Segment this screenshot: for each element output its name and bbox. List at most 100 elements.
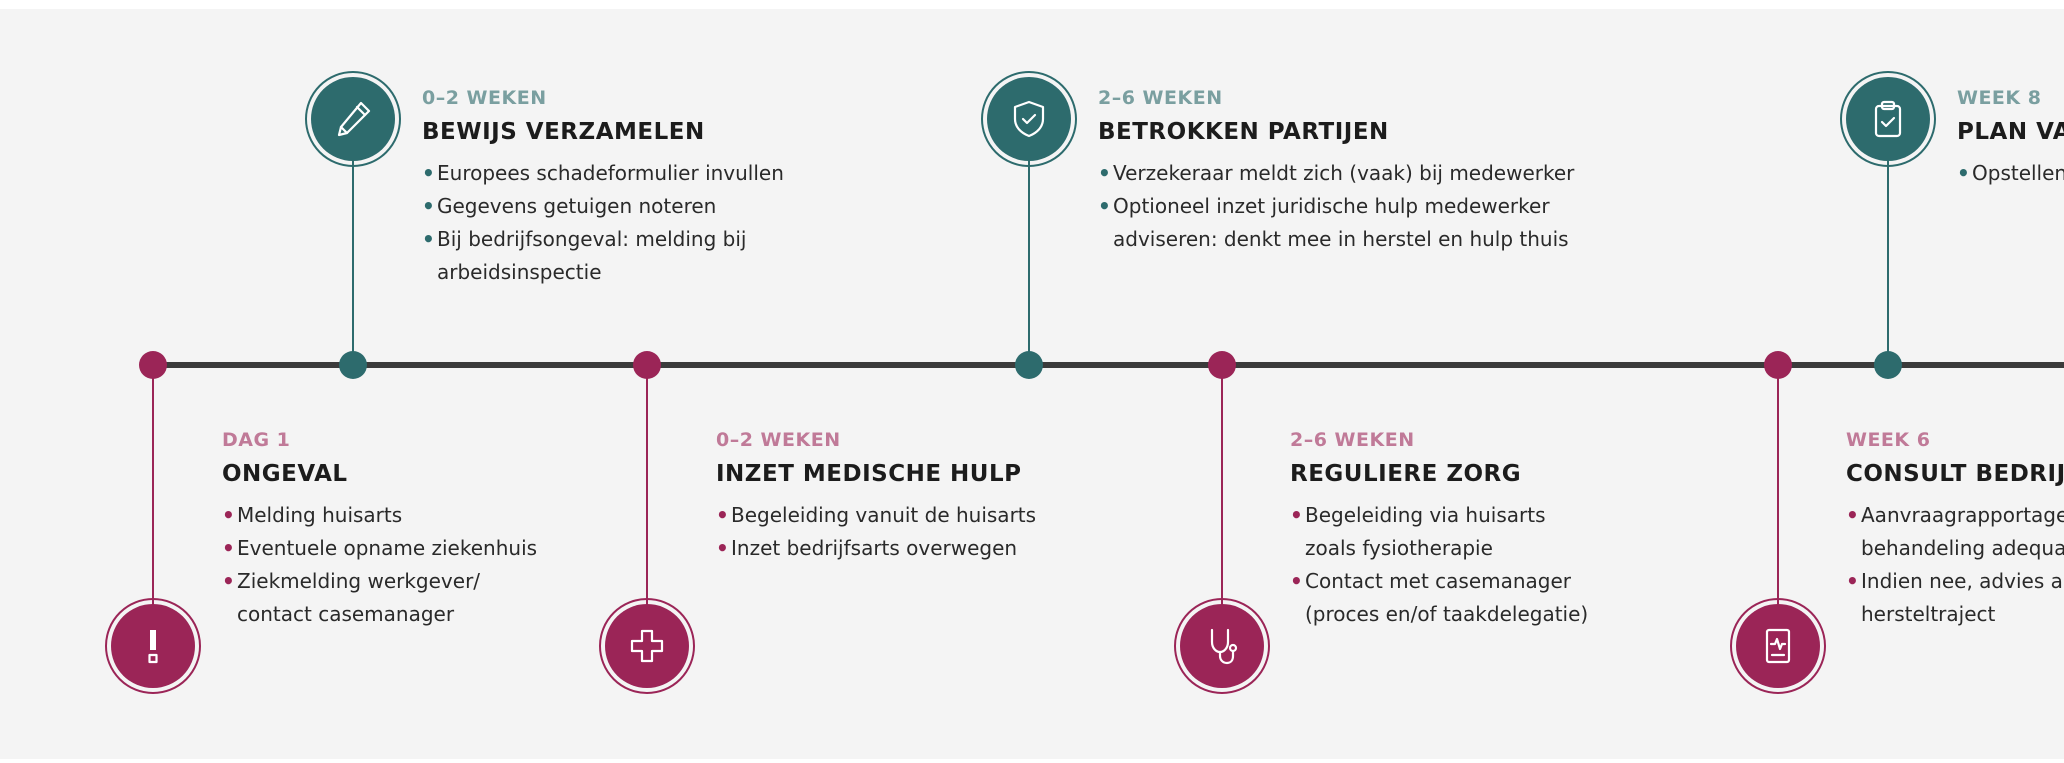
stethoscope-icon — [1210, 628, 1238, 665]
bullet-text: (proces en/of taakdelegatie) — [1305, 602, 1589, 626]
medical-report-icon — [1765, 628, 1791, 664]
bullet-marker: • — [1290, 503, 1303, 527]
milestone-period: 0–2 WEKEN — [716, 429, 841, 451]
bullet-marker: • — [1846, 569, 1859, 593]
milestone-title: BETROKKEN PARTIJEN — [1098, 119, 1389, 145]
milestone-card: 0–2 WEKEN BEWIJS VERZAMELEN •Europees sc… — [422, 87, 784, 289]
milestone-icon-badge — [305, 71, 401, 167]
medical-cross-icon — [630, 629, 664, 663]
milestone-title: CONSULT BEDRIJFSARTS — [1846, 461, 2064, 487]
bullet-text: Bij bedrijfsongeval: melding bij — [437, 227, 747, 251]
milestone-period: 2–6 WEKEN — [1290, 429, 1415, 451]
bullet-marker: • — [422, 227, 435, 251]
bullet-item: •Gegevens getuigen noteren — [422, 190, 784, 223]
milestone-card: 0–2 WEKEN INZET MEDISCHE HULP •Begeleidi… — [716, 429, 1036, 565]
bullet-text: Inzet bedrijfsarts overwegen — [731, 536, 1018, 560]
bullet-text: Opstellen plan van aanpak — [1972, 161, 2064, 185]
bullet-text: Ziekmelding werkgever/ — [237, 569, 481, 593]
bullet-marker: • — [222, 503, 235, 527]
milestone-bullets: •Verzekeraar meldt zich (vaak) bij medew… — [1098, 157, 1574, 256]
milestone-card: WEEK 6 CONSULT BEDRIJFSARTS •Aanvraagrap… — [1846, 429, 2064, 631]
bullet-marker: • — [1098, 194, 1111, 218]
connector-line — [1887, 139, 1889, 369]
milestone-icon-badge — [1730, 598, 1826, 694]
timeline-dot — [633, 351, 661, 379]
bullet-item: •Contact met casemanager(proces en/of ta… — [1290, 565, 1588, 631]
pencil-icon — [337, 101, 371, 137]
milestone-period: 0–2 WEKEN — [422, 87, 547, 109]
bullet-text: Aanvraagrapportage: — [1861, 503, 2064, 527]
connector-line — [1221, 365, 1223, 615]
milestone-period: DAG 1 — [222, 429, 291, 451]
bullet-item: •Indien nee, advies aanpassing hersteltra… — [1846, 565, 2064, 631]
milestone-card: 2–6 WEKEN BETROKKEN PARTIJEN •Verzekeraa… — [1098, 87, 1574, 256]
connector-line — [1777, 365, 1779, 615]
milestone-title: INZET MEDISCHE HULP — [716, 461, 1022, 487]
bullet-text: Melding huisarts — [237, 503, 403, 527]
clipboard-check-icon — [1874, 100, 1902, 138]
milestone-title: ONGEVAL — [222, 461, 348, 487]
milestone-period: 2–6 WEKEN — [1098, 87, 1223, 109]
milestone-bullets: •Opstellen plan van aanpak — [1957, 157, 2064, 190]
bullet-item: •Bij bedrijfsongeval: melding bij arbeids… — [422, 223, 784, 289]
timeline-dot — [339, 351, 367, 379]
connector-line — [1028, 139, 1030, 369]
bullet-item: •Europees schadeformulier invullen — [422, 157, 784, 190]
timeline-dot — [1764, 351, 1792, 379]
bullet-text: Verzekeraar meldt zich (vaak) bij medewe… — [1113, 161, 1575, 185]
milestone-bullets: •Begeleiding vanuit de huisarts •Inzet b… — [716, 499, 1036, 565]
timeline-panel: 0–2 WEKEN BEWIJS VERZAMELEN •Europees sc… — [0, 9, 2064, 759]
exclamation-icon — [148, 630, 158, 664]
milestone-card: DAG 1 ONGEVAL •Melding huisarts •Eventue… — [222, 429, 537, 631]
milestone-title: PLAN VAN AANPAK — [1957, 119, 2064, 145]
bullet-marker: • — [222, 569, 235, 593]
bullet-item: •Optioneel inzet juridische hulp medewer… — [1098, 190, 1574, 256]
bullet-item: •Eventuele opname ziekenhuis — [222, 532, 537, 565]
bullet-text: arbeidsinspectie — [437, 260, 602, 284]
bullet-marker: • — [422, 194, 435, 218]
bullet-text: hersteltraject — [1861, 602, 1996, 626]
bullet-marker: • — [716, 536, 729, 560]
bullet-text: adviseren: denkt mee in herstel en hulp … — [1113, 227, 1569, 251]
bullet-item: •Melding huisarts — [222, 499, 537, 532]
milestone-card: WEEK 8 PLAN VAN AANPAK •Opstellen plan v… — [1957, 87, 2064, 190]
bullet-text: behandeling adequaat? — [1861, 536, 2064, 560]
connector-line — [152, 365, 154, 615]
bullet-marker: • — [716, 503, 729, 527]
bullet-item: •Begeleiding vanuit de huisarts — [716, 499, 1036, 532]
milestone-period: WEEK 8 — [1957, 87, 2042, 109]
bullet-marker: • — [1846, 503, 1859, 527]
milestone-card: 2–6 WEKEN REGULIERE ZORG •Begeleiding vi… — [1290, 429, 1588, 631]
milestone-bullets: •Melding huisarts •Eventuele opname ziek… — [222, 499, 537, 631]
bullet-marker: • — [1098, 161, 1111, 185]
bullet-text: Begeleiding via huisarts — [1305, 503, 1546, 527]
milestone-icon-badge — [1174, 598, 1270, 694]
milestone-title: REGULIERE ZORG — [1290, 461, 1522, 487]
bullet-text: Eventuele opname ziekenhuis — [237, 536, 538, 560]
milestone-icon-badge — [1840, 71, 1936, 167]
connector-line — [646, 365, 648, 615]
bullet-text: contact casemanager — [237, 602, 455, 626]
timeline-dot — [139, 351, 167, 379]
bullet-item: •Inzet bedrijfsarts overwegen — [716, 532, 1036, 565]
bullet-text: zoals fysiotherapie — [1305, 536, 1493, 560]
bullet-marker: • — [422, 161, 435, 185]
milestone-bullets: •Aanvraagrapportage:behandeling adequaat… — [1846, 499, 2064, 631]
bullet-item: •Opstellen plan van aanpak — [1957, 157, 2064, 190]
milestone-title: BEWIJS VERZAMELEN — [422, 119, 705, 145]
bullet-item: •Ziekmelding werkgever/contact casemanag… — [222, 565, 537, 631]
bullet-marker: • — [222, 536, 235, 560]
bullet-text: Optioneel inzet juridische hulp medewerk… — [1113, 194, 1550, 218]
bullet-text: Gegevens getuigen noteren — [437, 194, 717, 218]
bullet-text: Indien nee, advies aanpassing — [1861, 569, 2064, 593]
timeline-axis — [152, 362, 2064, 368]
bullet-item: •Begeleiding via huisarts zoals fysiother… — [1290, 499, 1588, 565]
bullet-marker: • — [1290, 569, 1303, 593]
bullet-text: Begeleiding vanuit de huisarts — [731, 503, 1037, 527]
connector-line — [352, 139, 354, 369]
bullet-item: •Verzekeraar meldt zich (vaak) bij medew… — [1098, 157, 1574, 190]
milestone-bullets: •Europees schadeformulier invullen •Gege… — [422, 157, 784, 289]
shield-check-icon — [1013, 100, 1045, 138]
bullet-item: •Aanvraagrapportage: behandeling adequaat… — [1846, 499, 2064, 565]
